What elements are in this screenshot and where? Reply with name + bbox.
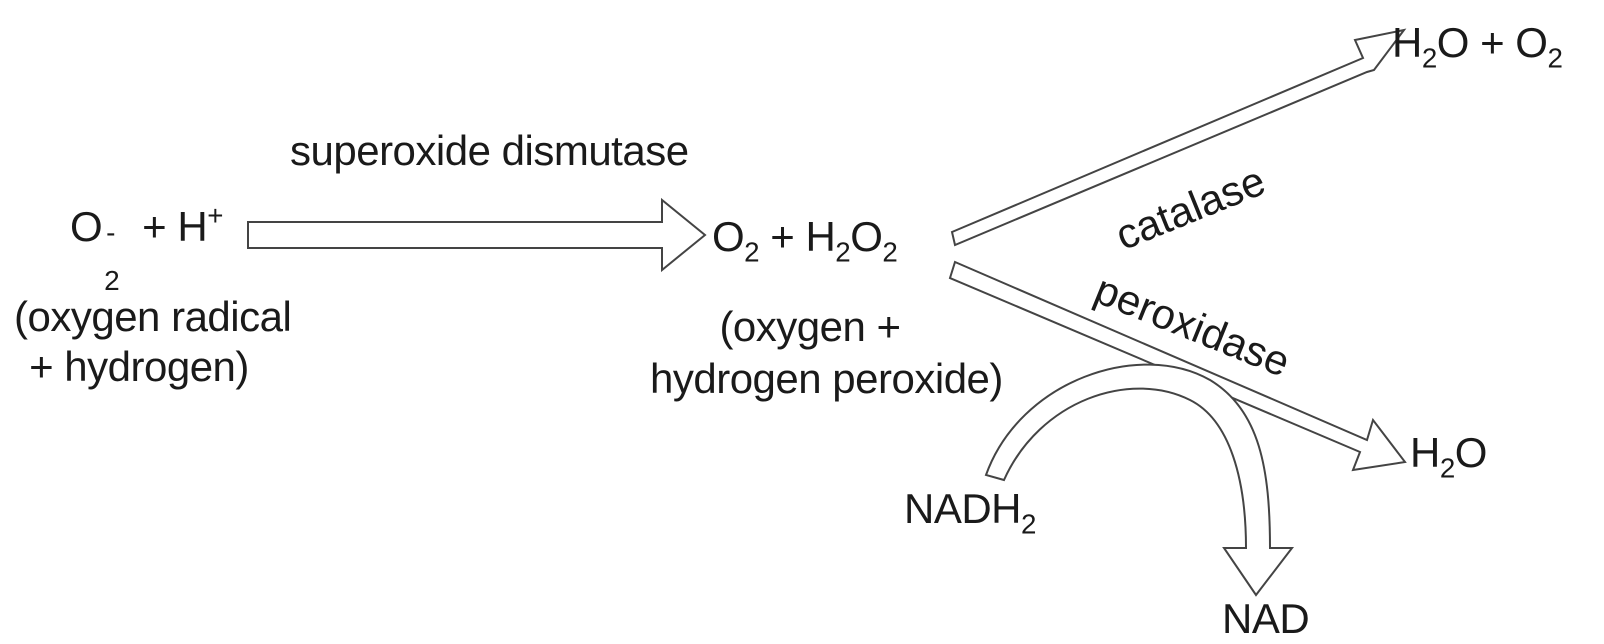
intermediate-desc-line1: (oxygen +	[719, 303, 901, 350]
intermediate-formula: O2 + H2O2	[712, 213, 898, 266]
intermediate-o2: O	[850, 213, 883, 260]
peroxidase-arrow	[948, 260, 1407, 472]
reactant-o-sub: 2	[104, 265, 120, 296]
intermediate-plus-h: + H	[759, 213, 836, 260]
product-catalase: H2O + O2	[1392, 19, 1563, 72]
intermediate-o: O	[712, 213, 745, 260]
product-catalase-h-sub: 2	[1421, 42, 1437, 74]
sod-arrow	[247, 197, 707, 273]
cofactor-nadh-sub: 2	[1021, 508, 1036, 540]
cofactor-nad: NAD	[1222, 595, 1310, 642]
intermediate-desc-line2: hydrogen peroxide)	[650, 355, 1003, 402]
reactant-plus-h: + H	[142, 203, 208, 250]
enzyme-superoxide-dismutase: superoxide dismutase	[290, 127, 689, 174]
cofactor-nadh2: NADH2	[904, 485, 1036, 538]
product-peroxidase-rest: O	[1454, 429, 1488, 476]
reactant-o: O	[70, 203, 103, 250]
product-catalase-h: H	[1392, 19, 1422, 66]
reactant-o-charge: -	[106, 217, 115, 248]
product-peroxidase: H2O	[1410, 429, 1488, 482]
product-peroxidase-h-sub: 2	[1439, 452, 1455, 484]
product-catalase-o-sub: 2	[1547, 42, 1563, 74]
nadh-curved-arrow	[984, 363, 1295, 597]
reactant-formula: O- 2 + H+	[70, 202, 223, 295]
reactant-desc-line2: + hydrogen)	[29, 343, 249, 390]
product-peroxidase-h: H	[1410, 429, 1440, 476]
reactant-desc-line1: (oxygen radical	[14, 293, 292, 340]
intermediate-o2-sub: 2	[882, 236, 898, 268]
intermediate-o-sub: 2	[744, 236, 760, 268]
catalase-arrow	[950, 28, 1407, 247]
reactant-h-charge: +	[207, 199, 223, 231]
intermediate-h-sub: 2	[835, 236, 851, 268]
product-catalase-rest: O + O	[1436, 19, 1548, 66]
cofactor-nadh-text: NADH	[904, 485, 1022, 532]
